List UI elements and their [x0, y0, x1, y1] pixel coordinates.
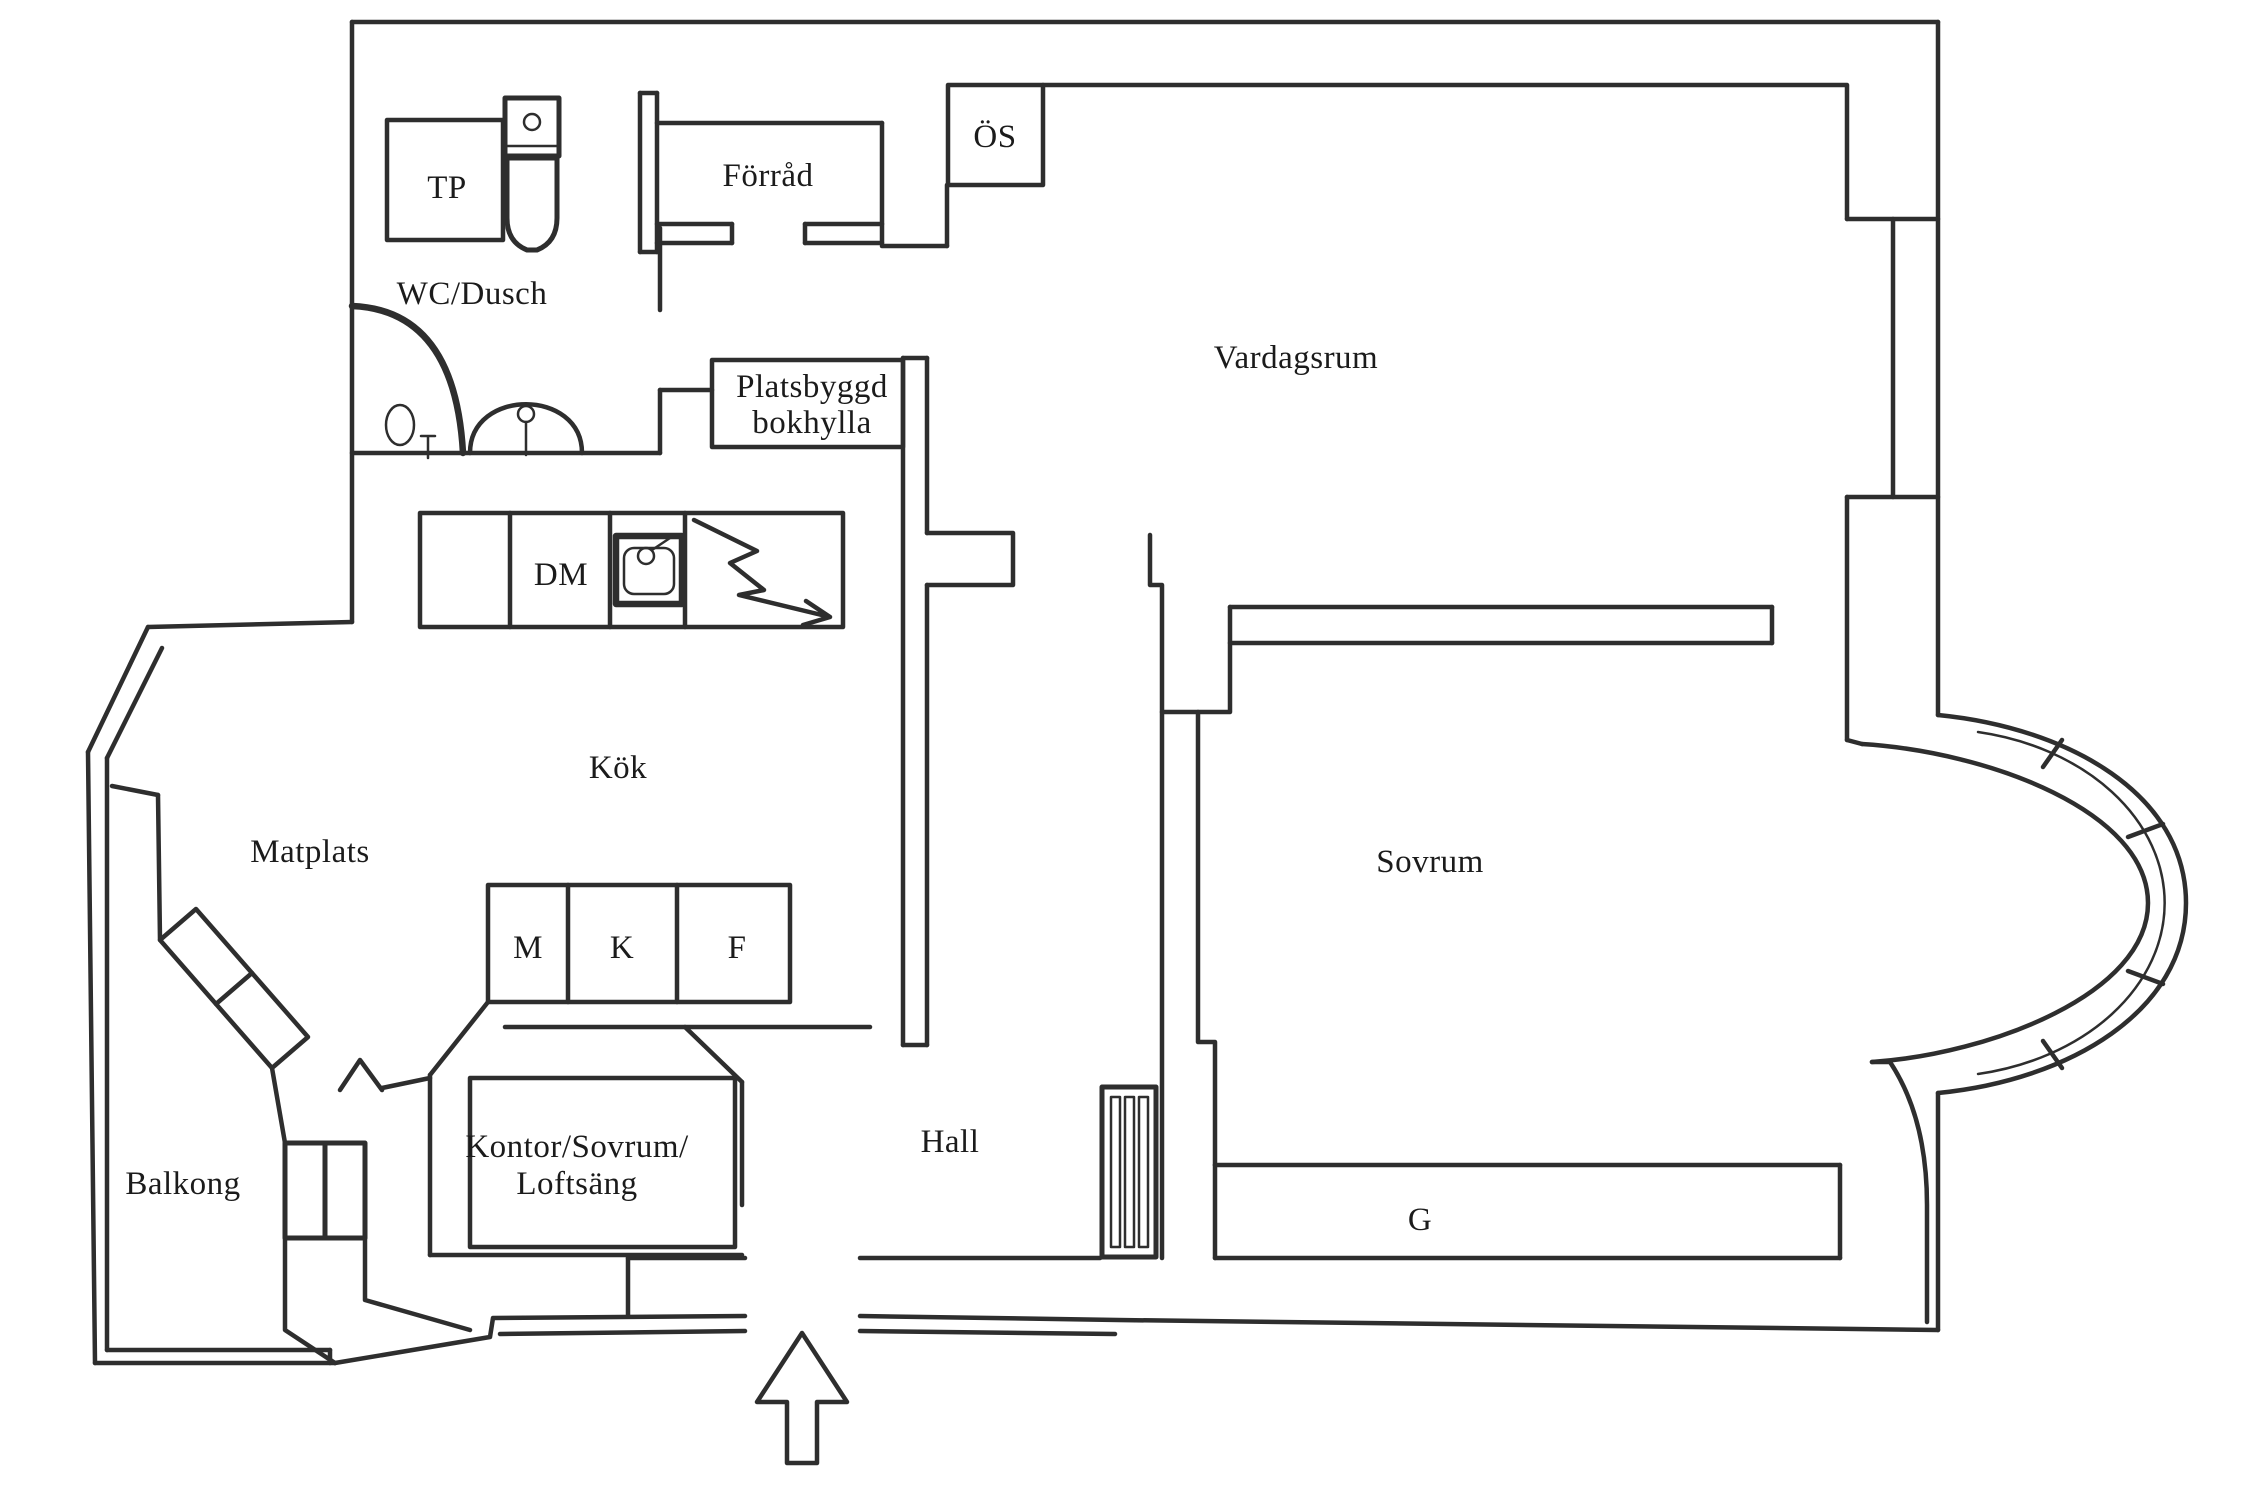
- label-forrad: Förråd: [723, 158, 814, 194]
- label-wc-dusch: WC/Dusch: [397, 276, 548, 312]
- tp-room: [384, 117, 506, 243]
- label-sovrum: Sovrum: [1376, 844, 1484, 880]
- label-tp: TP: [427, 170, 467, 206]
- shower-icon: [348, 302, 467, 457]
- label-platsbyggd-2: bokhylla: [752, 405, 871, 441]
- label-g: G: [1408, 1202, 1432, 1238]
- entrance-arrow-icon: [754, 1330, 850, 1466]
- kitchen-counter: [417, 510, 846, 630]
- toilet-icon: [502, 95, 562, 253]
- balcony-connector-walls: [269, 1057, 473, 1366]
- label-dm: DM: [534, 557, 588, 593]
- label-hall: Hall: [921, 1124, 980, 1160]
- central-wall-column: [900, 355, 1016, 1048]
- label-balkong: Balkong: [125, 1166, 240, 1202]
- radiator-icon: [1099, 1084, 1159, 1260]
- stove-lightning-icon: [691, 517, 833, 628]
- label-k: K: [610, 930, 634, 966]
- kitchen-sink-icon: [612, 532, 686, 608]
- os-closet: [945, 82, 1046, 188]
- room-labels: TP WC/Dusch Förråd ÖS Vardagsrum Platsby…: [125, 119, 1483, 1238]
- label-kontor-1: Kontor/Sovrum/: [465, 1129, 689, 1165]
- appliance-row-m-k-f: [485, 882, 873, 1030]
- office-room-walls: [379, 999, 745, 1258]
- outer-walls: [85, 19, 2189, 1366]
- wardrobe-g: [1212, 1162, 1843, 1261]
- label-platsbyggd-1: Platsbyggd: [736, 369, 888, 405]
- loft-bed: [467, 1075, 738, 1250]
- livingroom-bedroom-walls: [1147, 532, 1775, 1261]
- bay-window: [1859, 730, 2166, 1076]
- label-vardagsrum: Vardagsrum: [1214, 340, 1378, 376]
- floor-drain-icon: [384, 403, 437, 460]
- label-os: ÖS: [973, 119, 1016, 155]
- diagonal-window: [109, 783, 311, 1071]
- balcony-door: [282, 1140, 368, 1241]
- label-matplats: Matplats: [250, 834, 369, 870]
- label-f: F: [728, 930, 747, 966]
- washbasin-icon: [467, 402, 585, 457]
- right-wall-window: [1844, 83, 1941, 747]
- label-kok: Kök: [589, 750, 647, 786]
- label-m: M: [513, 930, 543, 966]
- label-kontor-2: Loftsäng: [516, 1166, 637, 1202]
- storage-block-walls: [384, 82, 1046, 255]
- inner-wall-faces: [104, 82, 1930, 1366]
- bathroom-walls: [349, 225, 715, 456]
